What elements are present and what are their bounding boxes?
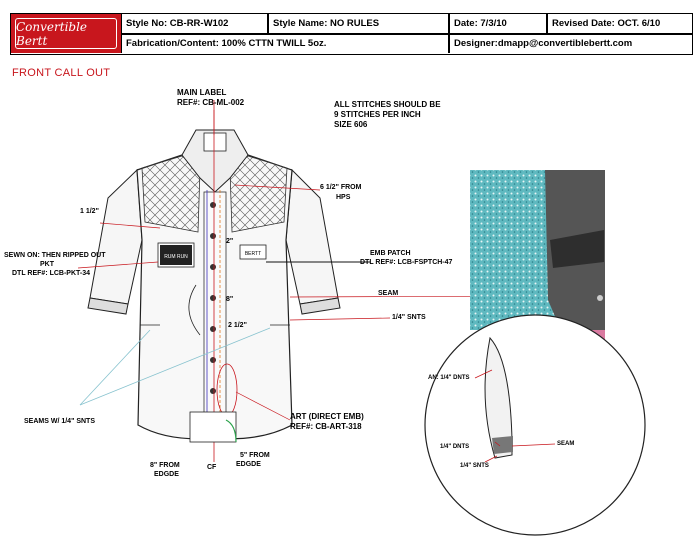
main-label <box>203 132 227 152</box>
eight-from-1: 8" FROM <box>150 462 180 469</box>
logo-text: Convertible Bertt <box>15 18 117 49</box>
eight-in-label: 8" <box>226 296 234 303</box>
detail-circle <box>424 314 646 536</box>
emb-patch-text: BERTT <box>245 251 261 257</box>
two-in-label: 2" <box>226 238 234 245</box>
sewn-on-2: PKT <box>40 261 54 268</box>
stitch-note-3: SIZE 606 <box>334 120 368 129</box>
detail-dnts-label: 1/4" DNTS <box>440 444 470 450</box>
five-from-2: EDGDE <box>236 461 261 468</box>
page-title: FRONT CALL OUT <box>12 67 111 79</box>
main-label-title: MAIN LABEL <box>177 88 227 97</box>
cf-label: CF <box>207 464 217 471</box>
from-hps-2: HPS <box>336 194 351 201</box>
emb-patch <box>239 244 267 260</box>
detail-an-label: AN: 1/4" DNTS <box>428 375 470 381</box>
art-label-1: ART (DIRECT EMB) <box>290 412 364 421</box>
five-from-1: 5" FROM <box>240 452 270 459</box>
stitch-note-1: ALL STITCHES SHOULD BE <box>334 100 441 109</box>
seams-w-label: SEAMS W/ 1/4" SNTS <box>24 418 95 425</box>
sewn-on-1: SEWN ON: THEN RIPPED OUT <box>4 252 106 259</box>
emb-patch-1: EMB PATCH <box>370 250 411 257</box>
style-no: Style No: CB-RR-W102 <box>126 18 229 29</box>
right-yoke <box>229 155 288 233</box>
art-label-2: REF#: CB-ART-318 <box>290 422 362 431</box>
brand-logo: Convertible Bertt <box>11 14 122 53</box>
detail-snts-label: 1/4" SNTS <box>460 463 489 469</box>
buttons <box>210 202 216 394</box>
patch-text: RUM RUN <box>164 254 188 260</box>
collar <box>181 129 249 193</box>
date: Date: 7/3/10 <box>454 18 507 29</box>
cuff-detail <box>484 336 513 459</box>
style-name: Style Name: NO RULES <box>273 18 380 29</box>
seam-label: SEAM <box>378 290 399 297</box>
main-label-ref: REF#: CB-ML-002 <box>177 98 245 107</box>
from-hps-1: 6 1/2" FROM <box>320 184 362 191</box>
one-half-label: 1 1/2" <box>80 208 99 215</box>
spec-header: Convertible Bertt Style No: CB-RR-W102 S… <box>10 13 693 55</box>
detail-seam-label: SEAM <box>557 441 575 447</box>
emb-patch-2: DTL REF#: LCB-FSPTCH-47 <box>360 259 453 266</box>
two-half-label: 2 1/2" <box>228 322 247 329</box>
revised-date: Revised Date: OCT. 6/10 <box>552 18 661 29</box>
left-yoke <box>141 155 201 233</box>
left-sleeve <box>87 168 143 315</box>
eight-from-2: EDGDE <box>154 471 179 478</box>
quarter-snts-label: 1/4" SNTS <box>392 314 426 321</box>
header-divider <box>121 33 692 35</box>
sewn-on-3: DTL REF#: LCB-PKT-34 <box>12 270 91 277</box>
stitch-note-2: 9 STITCHES PER INCH <box>334 110 421 119</box>
designer: Designer:dmapp@convertiblebertt.com <box>454 38 633 49</box>
fabrication: Fabrication/Content: 100% CTTN TWILL 5oz… <box>126 38 327 49</box>
